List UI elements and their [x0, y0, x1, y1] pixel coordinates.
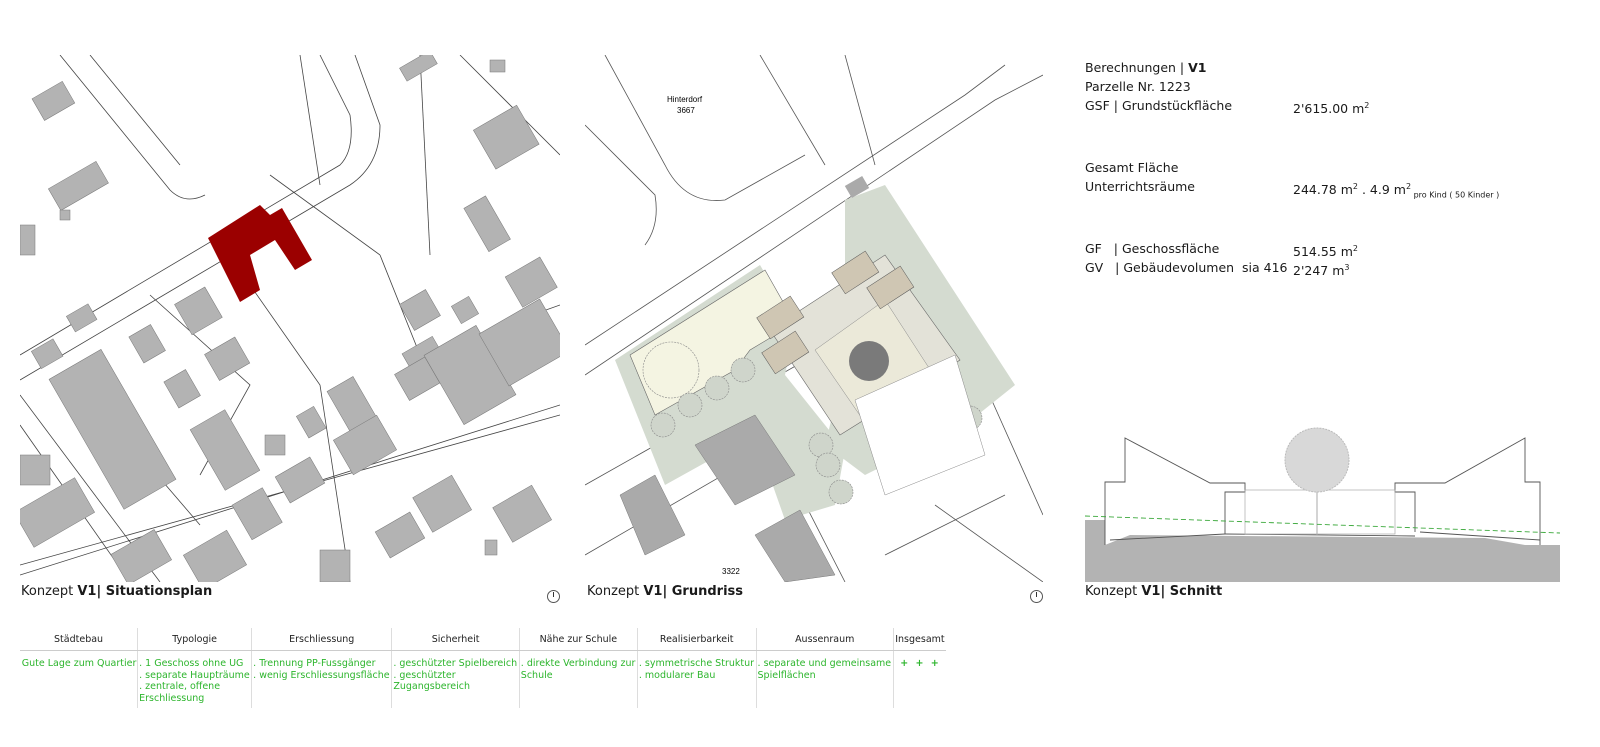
caption-prefix: Konzept: [587, 584, 644, 599]
cell-line: . symmetrische Struktur: [638, 658, 755, 669]
cell-line: . separate Haupträume: [139, 669, 250, 681]
site-plan-caption: Konzept V1| Situationsplan: [21, 584, 212, 599]
rooms-note: pro Kind ( 50 Kinder ): [1411, 190, 1500, 200]
gf-label: GF | Geschossfläche: [1085, 241, 1220, 256]
caption-variant: V1: [643, 584, 663, 599]
section-drawing: [1085, 410, 1560, 582]
caption-variant: V1: [77, 584, 97, 599]
cell-line: . separate und gemeinsame: [757, 658, 892, 669]
cell-line: . modularer Bau: [638, 669, 716, 681]
column-header: Aussenraum: [755, 628, 894, 651]
rooms-value: 244.78 m: [1293, 182, 1353, 198]
site-plan: [20, 55, 560, 582]
parcel-number: Parzelle Nr. 1223: [1085, 79, 1191, 94]
cell-line: Schule: [520, 669, 553, 681]
column-header: Erschliessung: [251, 628, 392, 651]
table-cell: Gute Lage zum Quartier: [20, 651, 138, 709]
north-arrow-icon: [547, 590, 560, 603]
site-plan-drawing: [20, 55, 560, 582]
calculations: Berechnungen | V1 Parzelle Nr. 1223 GSF …: [1085, 58, 1565, 279]
rooms-exp2: 2: [1405, 182, 1412, 191]
gv-value: 2'247 m: [1293, 263, 1345, 279]
floor-plan-drawing: Hinterdorf 3667 3322: [585, 55, 1043, 582]
gsf-exp: 2: [1364, 101, 1370, 110]
floor-plan-caption: Konzept V1| Grundriss: [587, 584, 743, 599]
section-caption: Konzept V1| Schnitt: [1085, 584, 1222, 599]
table-row: Gute Lage zum Quartier. 1 Geschoss ohne …: [20, 650, 946, 709]
column-header: Städtebau: [20, 628, 138, 651]
caption-title: | Grundriss: [662, 584, 743, 599]
project-building-footprint: [208, 205, 312, 302]
table-cell: . 1 Geschoss ohne UG. separate Haupträum…: [137, 650, 252, 708]
cell-line: . Trennung PP-Fussgänger: [253, 658, 376, 669]
calc-title-variant: V1: [1188, 60, 1207, 75]
column-header: Nähe zur Schule: [518, 628, 638, 651]
gv-exp: 3: [1344, 263, 1350, 272]
column-header: Realisierbarkeit: [636, 628, 757, 651]
caption-title: | Schnitt: [1160, 584, 1223, 599]
column-header: Sicherheit: [391, 628, 520, 651]
tree-icon: [849, 341, 889, 381]
calc-title-text: Berechnungen |: [1085, 60, 1189, 75]
caption-title: | Situationsplan: [96, 584, 213, 599]
cell-line: Spielflächen: [757, 669, 816, 681]
table-cell: . Trennung PP-Fussgänger. wenig Erschlie…: [251, 650, 392, 708]
rooms-label: Unterrichtsräume: [1085, 179, 1195, 194]
gf-exp: 2: [1352, 244, 1358, 253]
rooms-per-child: . 4.9 m: [1357, 182, 1406, 198]
tree-icon: [1284, 427, 1350, 493]
caption-prefix: Konzept: [21, 584, 78, 599]
cell-line: . geschützter Spielbereich: [393, 658, 518, 669]
gf-value: 514.55 m: [1293, 244, 1353, 260]
parcel-number-label: 3322: [722, 567, 740, 576]
cell-line: . 1 Geschoss ohne UG: [139, 658, 244, 669]
gsf-label: GSF | Grundstückfläche: [1085, 98, 1233, 113]
caption-variant: V1: [1141, 584, 1161, 599]
table-cell: . symmetrische Struktur. modularer Bau: [636, 650, 757, 708]
calc-title: Berechnungen | V1: [1085, 58, 1565, 77]
total-area-label: Gesamt Fläche: [1085, 160, 1179, 175]
gv-label: GV | Gebäudevolumen sia 416: [1085, 260, 1288, 275]
floor-plan: Hinterdorf 3667 3322: [585, 55, 1043, 582]
gsf-value: 2'615.00 m: [1293, 101, 1365, 117]
cell-line: + + +: [900, 658, 941, 669]
cell-line: Gute Lage zum Quartier: [21, 658, 137, 669]
north-arrow-icon: [1030, 590, 1043, 603]
cell-line: Zugangsbereich: [393, 681, 471, 692]
table-cell: + + +: [892, 650, 946, 708]
caption-prefix: Konzept: [1085, 584, 1142, 599]
cell-line: Erschliessung: [139, 692, 205, 704]
column-header: Typologie: [137, 628, 252, 651]
cell-line: . zentrale, offene: [139, 681, 221, 692]
cell-line: . direkte Verbindung zur: [520, 658, 636, 669]
cell-line: . wenig Erschliessungsfläche: [253, 669, 390, 681]
street-label: Hinterdorf: [667, 95, 703, 104]
parcel-number-label: 3667: [677, 106, 695, 115]
section-svg: [1085, 427, 1560, 582]
cell-line: . geschützter: [393, 669, 456, 681]
column-header: Insgesamt: [892, 628, 946, 651]
rooms-exp: 2: [1352, 182, 1358, 191]
